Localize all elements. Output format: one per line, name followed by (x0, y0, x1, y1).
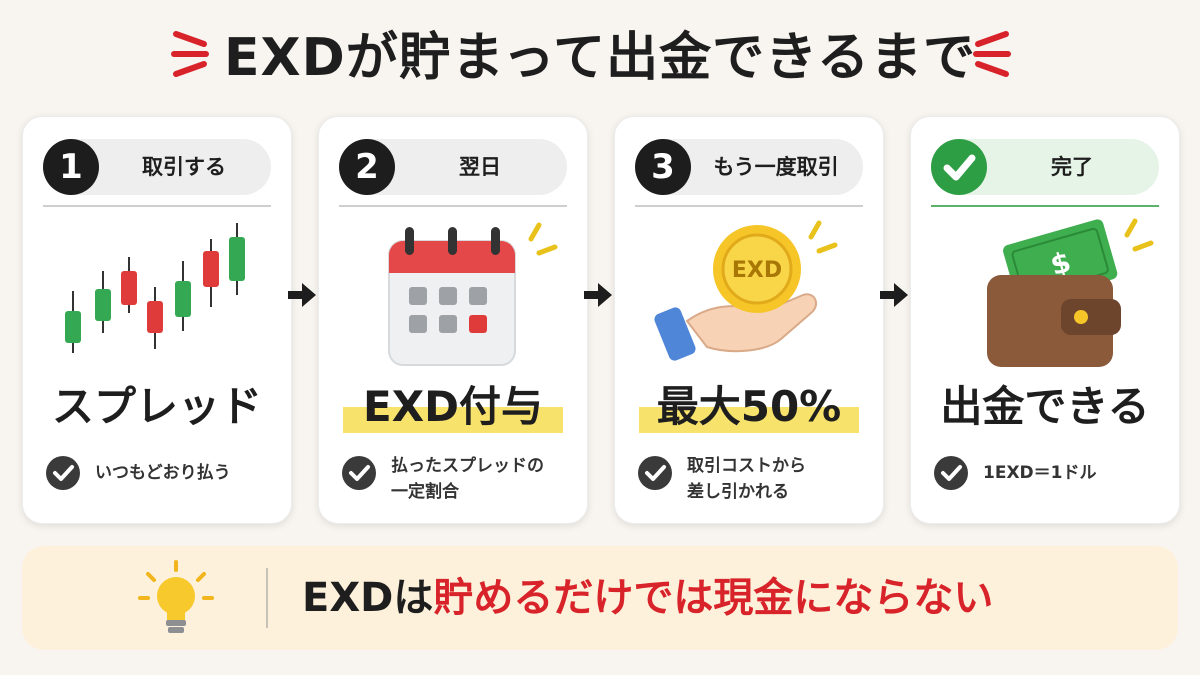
step-headline: 最大50% (656, 382, 842, 431)
step-headline: 出金できる (940, 382, 1150, 431)
page-title: EXDが貯まって出金できるまで (223, 28, 977, 88)
candlestick-chart-icon (65, 223, 245, 353)
banner-emphasis: 貯めるだけでは現金にならない (433, 575, 994, 621)
step-header: 3 もう一度取引 (635, 139, 863, 195)
check-circle-icon (934, 456, 968, 490)
arrow-right-icon (584, 283, 612, 307)
step-card-1: 1 取引する スプレッド いつもどおり払う (22, 116, 292, 524)
check-circle-icon (638, 456, 672, 490)
step-note-text: 取引コストから 差し引かれる (687, 456, 806, 502)
lightbulb-icon (138, 560, 214, 633)
step-label: もう一度取引 (713, 155, 839, 179)
step-note-text: いつもどおり払う (95, 463, 231, 483)
wallet-with-cash-icon: $ (987, 218, 1154, 367)
step-note-text: 1EXD＝1ドル (983, 463, 1097, 483)
headline-highlight (343, 407, 563, 433)
step-number-badge: 3 (635, 139, 691, 195)
step-note: 払ったスプレッドの 一定割合 (341, 453, 581, 509)
step-header: 1 取引する (43, 139, 271, 195)
divider (931, 205, 1159, 207)
step-card-3: 3 もう一度取引 EXD 最大50% 取引コストから 差し引かれる (614, 116, 884, 524)
step-label: 翌日 (459, 155, 501, 179)
step-headline: スプレッド (51, 382, 262, 431)
step-header: 2 翌日 (339, 139, 567, 195)
arrow-right-icon (880, 283, 908, 307)
step-number-badge: 2 (339, 139, 395, 195)
title-row: EXDが貯まって出金できるまで (0, 14, 1200, 98)
hand-holding-coin-icon: EXD (654, 220, 838, 361)
banner-separator (266, 568, 268, 628)
check-circle-icon (342, 456, 376, 490)
coin-label: EXD (732, 258, 782, 283)
divider (43, 205, 271, 207)
step-header: 完了 (931, 139, 1159, 195)
step-note-text: 払ったスプレッドの 一定割合 (391, 456, 544, 502)
step-check-badge (931, 139, 987, 195)
burst-lines-right-icon (973, 31, 1011, 77)
step-headline: EXD付与 (363, 382, 543, 431)
step-note: 1EXD＝1ドル (933, 453, 1173, 509)
banner-prefix: EXDは (302, 575, 434, 621)
burst-lines-left-icon (171, 31, 209, 77)
divider (339, 205, 567, 207)
calendar-icon (388, 222, 558, 366)
banner-message: EXDは貯めるだけでは現金にならない (302, 546, 993, 650)
step-label: 取引する (142, 155, 226, 179)
divider (635, 205, 863, 207)
step-number-badge: 1 (43, 139, 99, 195)
step-label: 完了 (1051, 155, 1093, 179)
check-circle-icon (46, 456, 80, 490)
step-card-4: 完了 $ 出金できる 1EXD＝1ドル (910, 116, 1180, 524)
headline-highlight (639, 407, 859, 433)
step-note: 取引コストから 差し引かれる (637, 453, 877, 509)
checkmark-icon (943, 154, 976, 181)
arrow-right-icon (288, 283, 316, 307)
step-note: いつもどおり払う (45, 453, 285, 509)
step-card-2: 2 翌日 EXD付与 払ったスプレッドの 一定割合 (318, 116, 588, 524)
summary-banner: EXDは貯めるだけでは現金にならない (22, 546, 1178, 650)
